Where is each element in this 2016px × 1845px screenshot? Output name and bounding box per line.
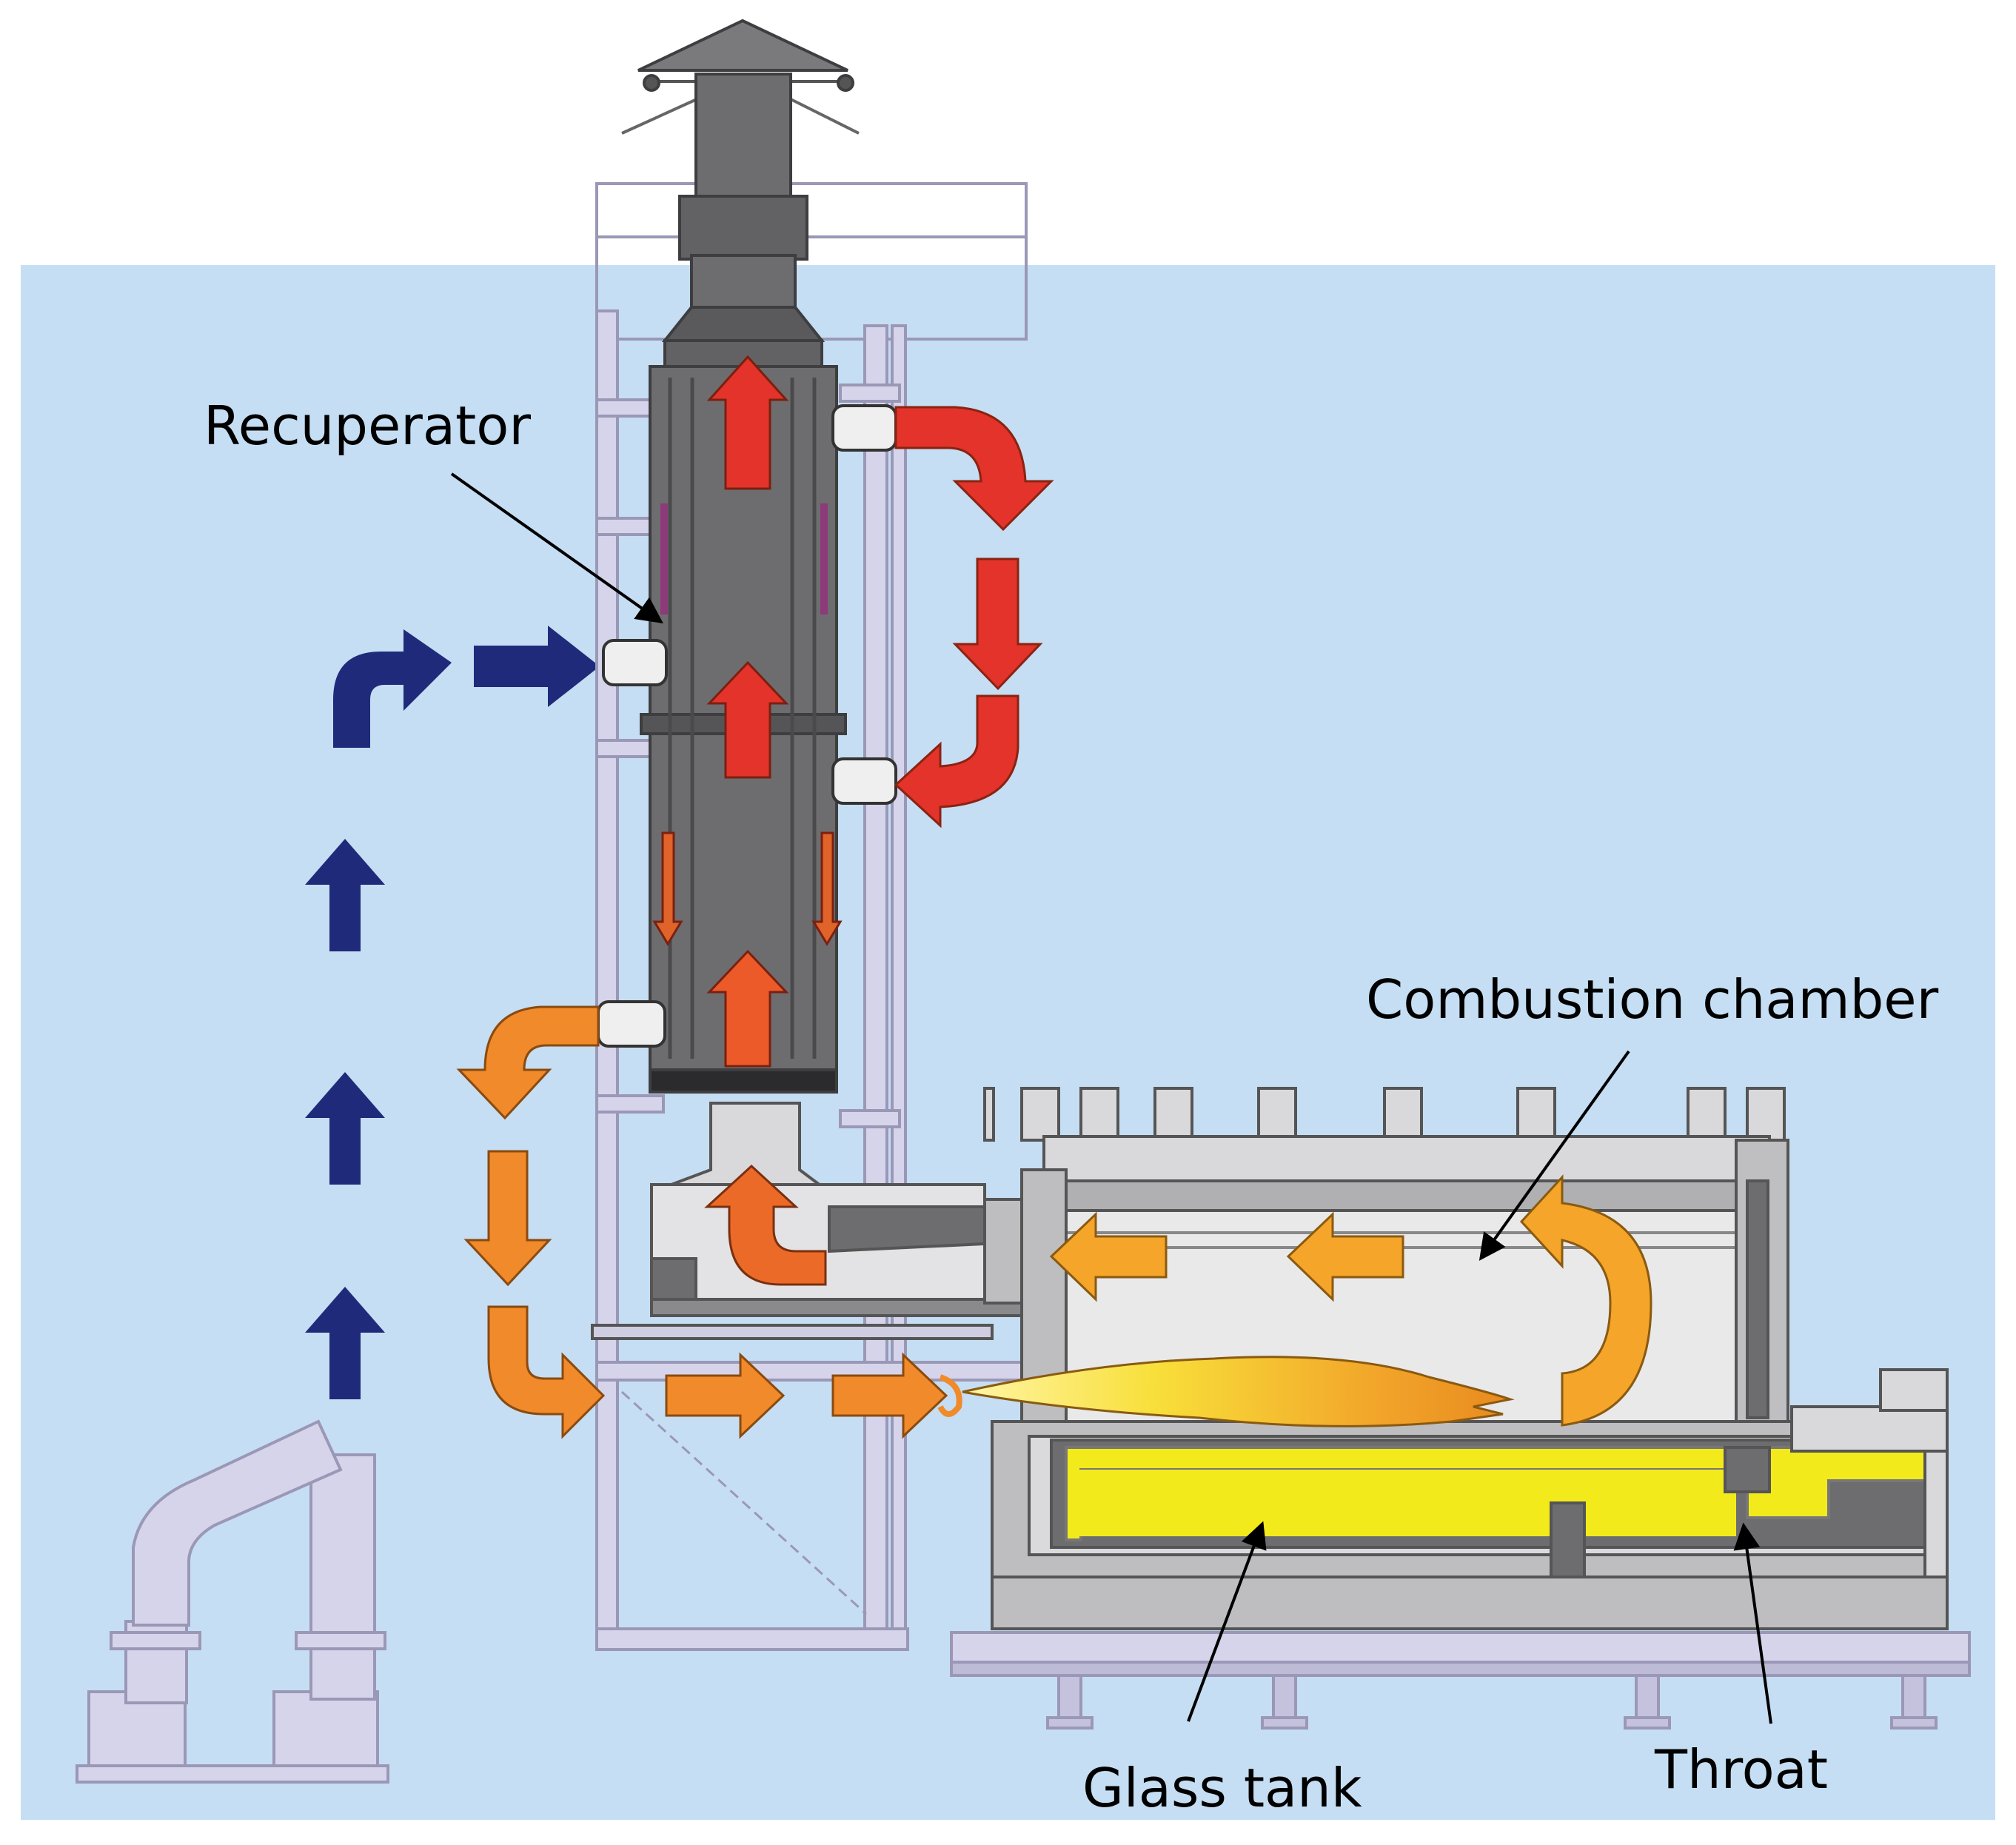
flue-gas-flow-chamber (1049, 1174, 1652, 1427)
air-arrow-up-3 (305, 839, 385, 951)
recuperator-column (621, 19, 860, 1094)
throat (1724, 1446, 1771, 1493)
annotations: Recuperator Combustion chamber Glass tan… (204, 395, 1939, 1819)
recuperator-air-loop (894, 406, 1054, 828)
label-recuperator: Recuperator (204, 395, 531, 457)
preheated-air-flow (456, 1005, 948, 1439)
air-arrow-up-1 (305, 1287, 385, 1399)
hot-air-outlet-nozzle (831, 404, 897, 452)
label-combustion-chamber: Combustion chamber (1366, 968, 1939, 1031)
burner-return-arrow (704, 1164, 827, 1286)
recuperator-accents (660, 503, 828, 615)
air-arrow-up-2 (305, 1072, 385, 1185)
combustion-air-flow (305, 626, 600, 1399)
burner-flame (937, 1356, 1515, 1427)
recuperator-tubes (668, 378, 817, 1059)
air-inlet-nozzle (602, 639, 668, 686)
preheated-air-nozzle (597, 1000, 666, 1048)
air-return-nozzle (831, 757, 897, 805)
flue-gas-flow-column (652, 355, 843, 1068)
furnace-structure (950, 1087, 1971, 1730)
label-throat: Throat (1654, 1738, 1828, 1801)
inlet-ducting (76, 1419, 389, 1784)
label-glass-tank: Glass tank (1082, 1757, 1362, 1819)
air-arrow-bend (333, 629, 452, 748)
recuperator-nozzles (597, 404, 897, 1048)
air-arrow-right (474, 626, 600, 707)
chamber-return-arrow (1519, 1174, 1652, 1427)
